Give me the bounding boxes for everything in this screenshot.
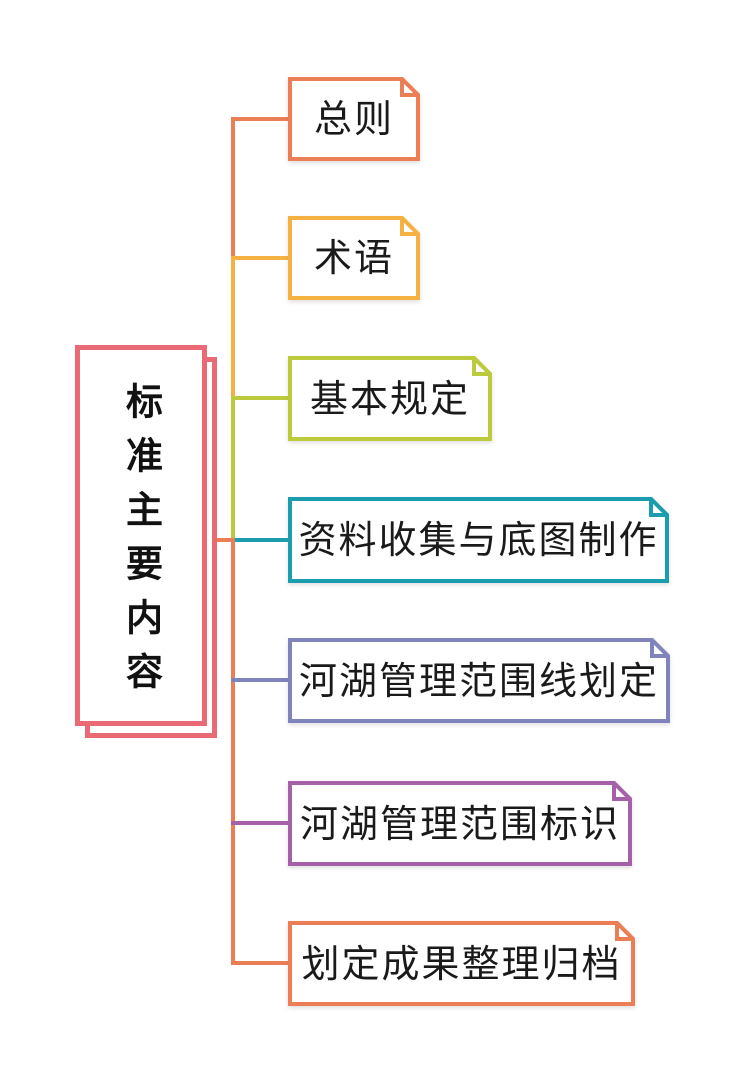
topic-node-label: 术语 bbox=[313, 238, 394, 280]
connector-branch-4 bbox=[235, 538, 290, 542]
connector-branch-3 bbox=[231, 396, 290, 400]
folded-corner-icon bbox=[400, 216, 420, 236]
folded-corner-icon bbox=[400, 77, 420, 97]
topic-node-5[interactable]: 河湖管理范围线划定 bbox=[288, 638, 670, 723]
connector-branch-7 bbox=[231, 961, 290, 965]
folded-corner-icon bbox=[612, 781, 632, 801]
root-node-label: 标准主要内容 bbox=[120, 382, 162, 706]
connector-trunk-mid bbox=[231, 396, 235, 542]
topic-node-4[interactable]: 资料收集与底图制作 bbox=[288, 497, 669, 583]
note-shape bbox=[288, 216, 420, 300]
note-shape bbox=[288, 921, 635, 1006]
connector-trunk-upper bbox=[231, 256, 235, 398]
note-shape bbox=[288, 356, 492, 441]
note-shape bbox=[288, 497, 669, 583]
root-node[interactable]: 标准主要内容 bbox=[75, 345, 207, 726]
connector-trunk-top bbox=[231, 117, 235, 260]
folded-corner-icon bbox=[650, 638, 670, 658]
connector-trunk-lower bbox=[231, 540, 235, 965]
topic-node-label: 划定成果整理归档 bbox=[301, 943, 622, 986]
folded-corner-icon bbox=[649, 497, 669, 517]
topic-node-label: 基本规定 bbox=[309, 378, 470, 421]
topic-node-label: 河湖管理范围标识 bbox=[299, 803, 620, 846]
connector-root-stub bbox=[203, 538, 235, 542]
topic-node-label: 资料收集与底图制作 bbox=[298, 520, 659, 562]
topic-node-7[interactable]: 划定成果整理归档 bbox=[288, 921, 635, 1006]
connector-branch-1 bbox=[231, 117, 290, 121]
topic-node-label: 总则 bbox=[313, 99, 394, 141]
topic-node-3[interactable]: 基本规定 bbox=[288, 356, 492, 441]
connector-branch-5 bbox=[231, 678, 290, 682]
folded-corner-icon bbox=[472, 356, 492, 376]
topic-node-6[interactable]: 河湖管理范围标识 bbox=[288, 781, 632, 866]
note-shape bbox=[288, 77, 420, 161]
folded-corner-icon bbox=[615, 921, 635, 941]
connector-branch-2 bbox=[231, 256, 290, 260]
topic-node-2[interactable]: 术语 bbox=[288, 216, 420, 300]
note-shape bbox=[288, 781, 632, 866]
connector-branch-6 bbox=[231, 821, 290, 825]
note-shape bbox=[288, 638, 670, 723]
topic-node-label: 河湖管理范围线划定 bbox=[298, 660, 659, 703]
topic-node-1[interactable]: 总则 bbox=[288, 77, 420, 161]
